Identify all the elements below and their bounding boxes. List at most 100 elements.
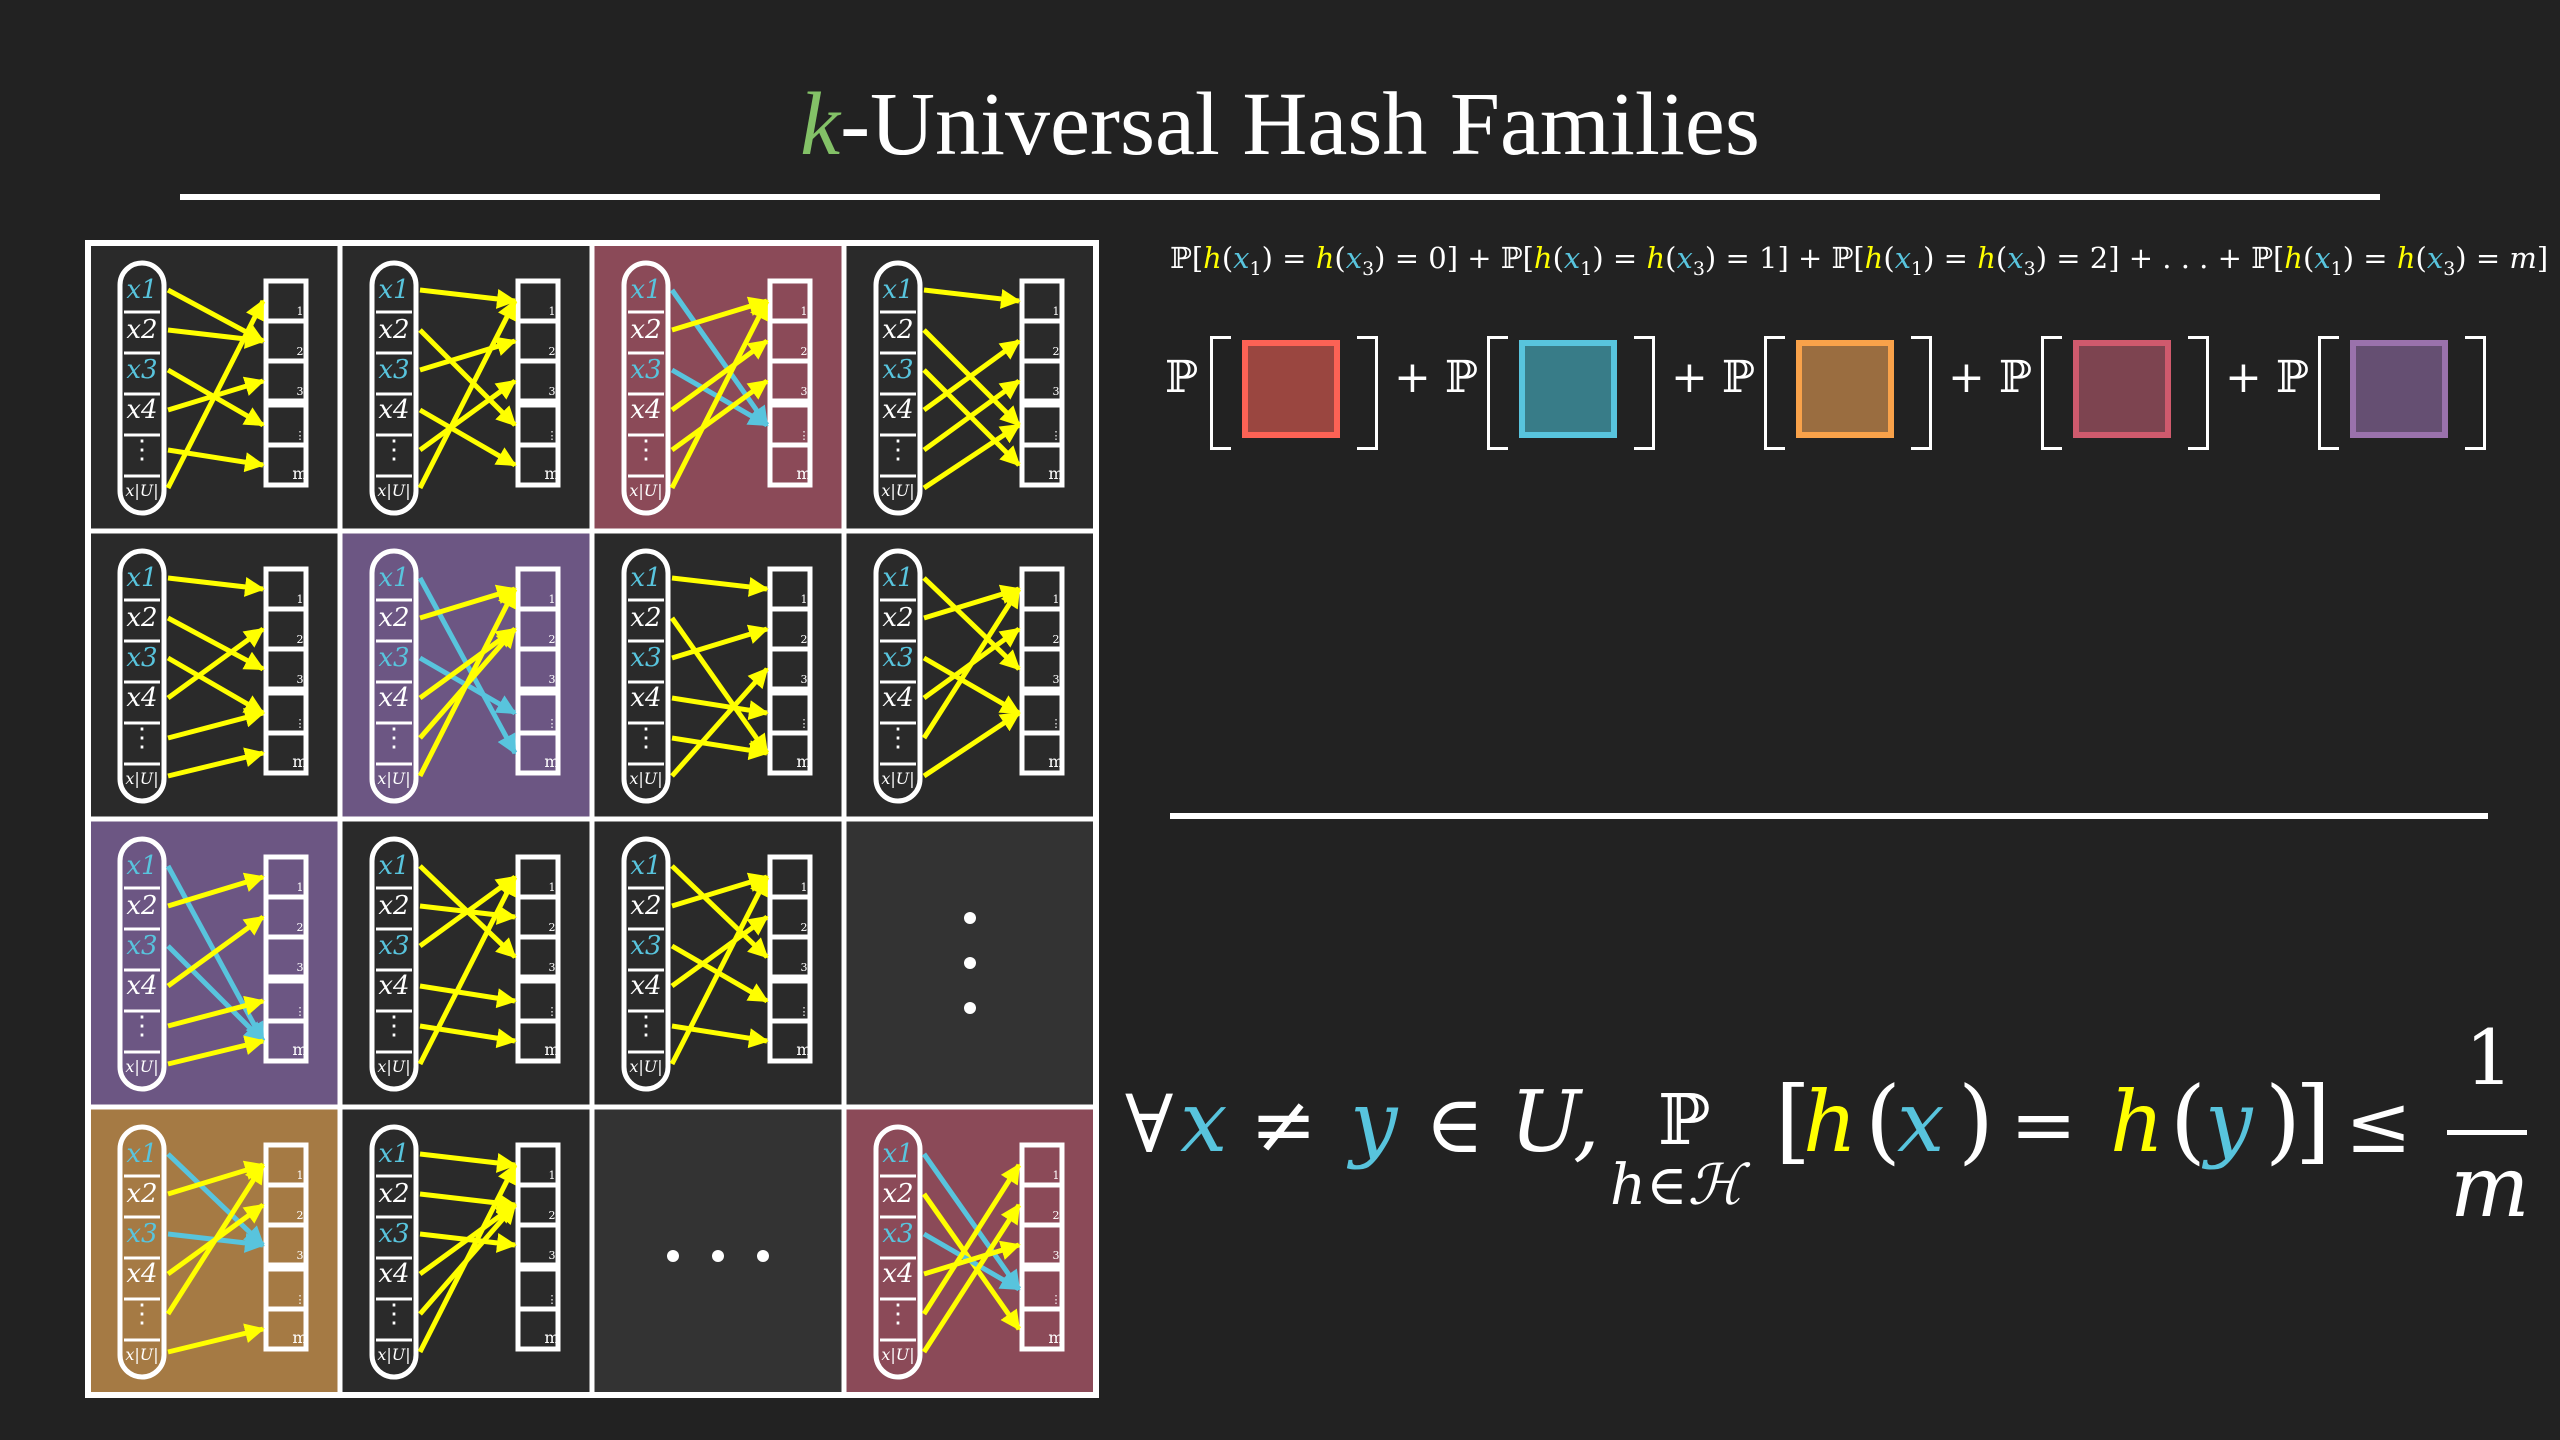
- domain-label: x1: [882, 563, 913, 593]
- domain-label: x|U|: [125, 1345, 158, 1364]
- bucket-label: ⋮: [547, 717, 558, 730]
- bucket-slot: [767, 934, 813, 980]
- mapping-arrow: [167, 747, 265, 779]
- bucket-label: 3: [1053, 673, 1060, 686]
- paren: ): [1704, 241, 1717, 275]
- bucket-slot: [515, 358, 561, 404]
- subscript: 3: [2023, 257, 2036, 280]
- paren: (: [1865, 1067, 1901, 1174]
- equals-sign: =: [1272, 241, 1316, 275]
- domain-label: x4: [882, 683, 913, 713]
- ellipsis: . . .: [2162, 241, 2209, 275]
- bucket-slot: [515, 646, 561, 692]
- domain-set: [621, 260, 671, 516]
- variable-y: y: [2205, 1073, 2253, 1171]
- paren: ): [2265, 1067, 2301, 1174]
- bucket-label: ⋮: [295, 1005, 306, 1018]
- bucket-label: 2: [1053, 633, 1060, 646]
- mapping-arrow: [922, 422, 1021, 491]
- mapping-arrow: [166, 626, 265, 701]
- bucket-slot: [1019, 1222, 1065, 1268]
- mapping-arrow: [671, 575, 769, 597]
- right-bracket: [1357, 336, 1378, 450]
- domain-label: x3: [126, 643, 157, 673]
- bucket-label: 2: [549, 345, 556, 358]
- probability-symbol: ℙ: [2251, 241, 2273, 275]
- collision-arrow: [166, 944, 265, 1043]
- bucket-label: 1: [549, 1169, 556, 1182]
- right-bracket: [2465, 336, 2486, 450]
- bucket-slot: [1019, 442, 1065, 488]
- bucket-slot: [767, 442, 813, 488]
- collision-arrow: [669, 288, 770, 427]
- probability-symbol: ℙ: [1500, 241, 1523, 275]
- bucket-label: 2: [801, 633, 808, 646]
- horizontal-dots-mark: [712, 1250, 724, 1262]
- domain-label: x1: [882, 275, 913, 305]
- bucket-label: 1: [549, 305, 556, 318]
- left-bracket: [1764, 336, 1785, 450]
- domain-label: x1: [378, 851, 409, 881]
- bucket-slot: [515, 1018, 561, 1064]
- hash-symbol: h: [1315, 241, 1335, 275]
- plus-sign: +: [2208, 241, 2252, 275]
- domain-label: x3: [630, 355, 661, 385]
- plus-P-symbol: + ℙ: [1394, 352, 1478, 403]
- hash-symbol: h: [1803, 1073, 1858, 1171]
- mapping-arrow: [417, 299, 518, 490]
- mapping-arrow: [166, 655, 265, 716]
- bucket-label: m: [544, 752, 559, 771]
- bucket-label: 2: [549, 633, 556, 646]
- mapping-arrow: [419, 1191, 517, 1213]
- probability-box-3: [1796, 340, 1894, 438]
- paren: ): [1958, 1067, 1994, 1174]
- domain-label: x|U|: [629, 481, 662, 500]
- bucket-label: 3: [297, 385, 304, 398]
- left-bracket: [1487, 336, 1508, 450]
- domain-label: x4: [378, 971, 409, 1001]
- probability-box-5: [2350, 340, 2448, 438]
- domain-label: ⋮: [129, 723, 155, 753]
- paren: (: [2415, 241, 2427, 275]
- hash-symbol: h: [1864, 241, 1884, 275]
- paren: (: [1883, 241, 1895, 275]
- mapping-arrow: [165, 1163, 266, 1316]
- bucket-slot: [515, 442, 561, 488]
- mapping-arrow: [419, 336, 517, 373]
- domain-label: x|U|: [377, 769, 410, 788]
- forall-symbol: ∀: [1125, 1078, 1174, 1171]
- equals-sign: =: [2047, 241, 2090, 275]
- left-bracket: [1210, 336, 1231, 450]
- variable-x: x: [2007, 241, 2024, 275]
- subscript: 1: [1580, 257, 1593, 280]
- bucket-label: 3: [549, 673, 556, 686]
- bucket-label: ⋮: [295, 717, 306, 730]
- bucket-slot: [263, 442, 309, 488]
- hash-symbol: h: [2110, 1073, 2165, 1171]
- bucket-label: 2: [801, 345, 808, 358]
- domain-label: x4: [126, 971, 157, 1001]
- mapping-arrow: [418, 328, 517, 427]
- domain-label: x|U|: [125, 1057, 158, 1076]
- mapping-arrow: [921, 1203, 1022, 1354]
- bucket-label: 2: [801, 921, 808, 934]
- domain-label: x2: [126, 315, 157, 345]
- bucket-slot: [767, 358, 813, 404]
- bucket-label: m: [796, 1040, 811, 1059]
- bucket-label: 1: [297, 881, 304, 894]
- domain-label: ⋮: [633, 435, 659, 465]
- domain-label: x3: [378, 931, 409, 961]
- bucket-label: m: [544, 1040, 559, 1059]
- mapping-arrow: [923, 1240, 1021, 1277]
- mapping-arrow: [166, 914, 265, 989]
- domain-label: x2: [882, 1179, 913, 1209]
- hash-cell: [589, 1104, 847, 1398]
- bucket-label: m: [796, 752, 811, 771]
- domain-label: x|U|: [881, 481, 914, 500]
- bucket-label: ⋮: [295, 1293, 306, 1306]
- not-equal-sign: ≠: [1250, 1078, 1318, 1171]
- bucket-label: 2: [297, 633, 304, 646]
